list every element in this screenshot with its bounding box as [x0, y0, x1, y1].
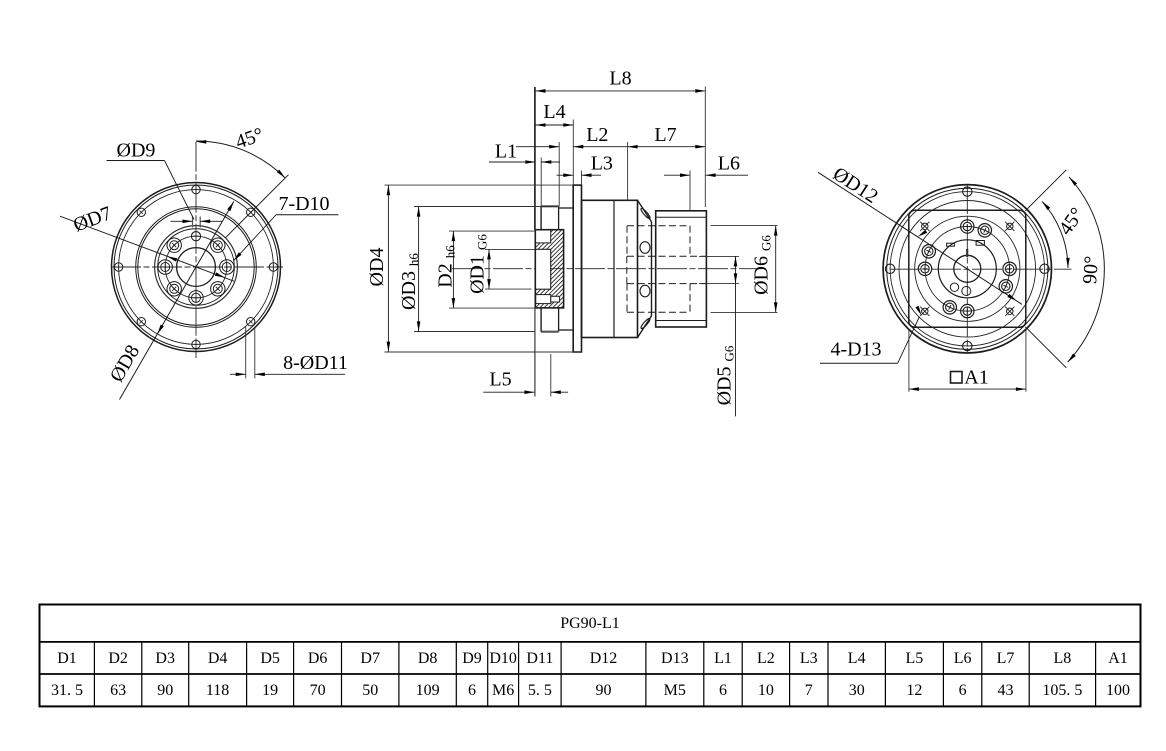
svg-text:ØD3 h6: ØD3 h6	[398, 253, 421, 310]
svg-text:6: 6	[719, 682, 727, 699]
svg-text:L5: L5	[489, 369, 511, 391]
svg-text:D3: D3	[155, 650, 175, 667]
svg-text:43: 43	[998, 682, 1014, 699]
svg-text:4-D13: 4-D13	[830, 339, 881, 361]
svg-text:D7: D7	[360, 650, 380, 667]
svg-text:D10: D10	[489, 650, 517, 667]
svg-text:7: 7	[805, 682, 813, 699]
svg-text:L5: L5	[906, 650, 924, 667]
svg-text:19: 19	[262, 682, 278, 699]
svg-text:L7: L7	[997, 650, 1015, 667]
svg-text:L2: L2	[586, 124, 608, 146]
svg-text:ØD4: ØD4	[366, 248, 388, 287]
svg-text:6: 6	[468, 682, 476, 699]
svg-text:A1: A1	[964, 366, 988, 388]
svg-text:D6: D6	[308, 650, 328, 667]
svg-text:12: 12	[906, 682, 922, 699]
svg-text:L2: L2	[757, 650, 775, 667]
svg-text:31. 5: 31. 5	[51, 682, 83, 699]
svg-text:L8: L8	[609, 68, 631, 90]
svg-text:D2: D2	[108, 650, 128, 667]
svg-text:D12: D12	[590, 650, 618, 667]
svg-text:105. 5: 105. 5	[1042, 682, 1082, 699]
svg-text:50: 50	[362, 682, 378, 699]
svg-text:5. 5: 5. 5	[528, 682, 552, 699]
svg-text:L7: L7	[654, 124, 676, 146]
svg-text:L4: L4	[543, 101, 565, 123]
svg-text:M6: M6	[492, 682, 514, 699]
svg-text:L6: L6	[954, 650, 972, 667]
svg-text:D8: D8	[418, 650, 438, 667]
svg-text:D1: D1	[57, 650, 77, 667]
svg-text:A1: A1	[1108, 650, 1128, 667]
svg-text:6: 6	[959, 682, 967, 699]
svg-text:L3: L3	[800, 650, 818, 667]
svg-text:7-D10: 7-D10	[278, 193, 329, 215]
svg-text:D4: D4	[208, 650, 228, 667]
svg-text:70: 70	[310, 682, 326, 699]
svg-text:10: 10	[758, 682, 774, 699]
svg-text:90°: 90°	[1079, 255, 1103, 284]
svg-text:D11: D11	[526, 650, 553, 667]
svg-text:109: 109	[416, 682, 440, 699]
svg-text:PG90-L1: PG90-L1	[560, 615, 620, 632]
svg-text:118: 118	[206, 682, 229, 699]
svg-text:100: 100	[1106, 682, 1130, 699]
svg-text:30: 30	[849, 682, 865, 699]
svg-text:90: 90	[157, 682, 173, 699]
svg-text:8-ØD11: 8-ØD11	[283, 352, 348, 374]
svg-text:D9: D9	[462, 650, 482, 667]
svg-text:90: 90	[596, 682, 612, 699]
svg-text:L8: L8	[1054, 650, 1072, 667]
svg-text:M5: M5	[664, 682, 686, 699]
svg-text:63: 63	[110, 682, 126, 699]
svg-text:L1: L1	[714, 650, 732, 667]
svg-text:L1: L1	[495, 141, 517, 163]
svg-text:L3: L3	[591, 153, 613, 175]
svg-text:ØD9: ØD9	[117, 140, 156, 162]
svg-text:L4: L4	[848, 650, 866, 667]
svg-text:D5: D5	[260, 650, 280, 667]
svg-text:D13: D13	[661, 650, 689, 667]
svg-text:L6: L6	[718, 153, 740, 175]
